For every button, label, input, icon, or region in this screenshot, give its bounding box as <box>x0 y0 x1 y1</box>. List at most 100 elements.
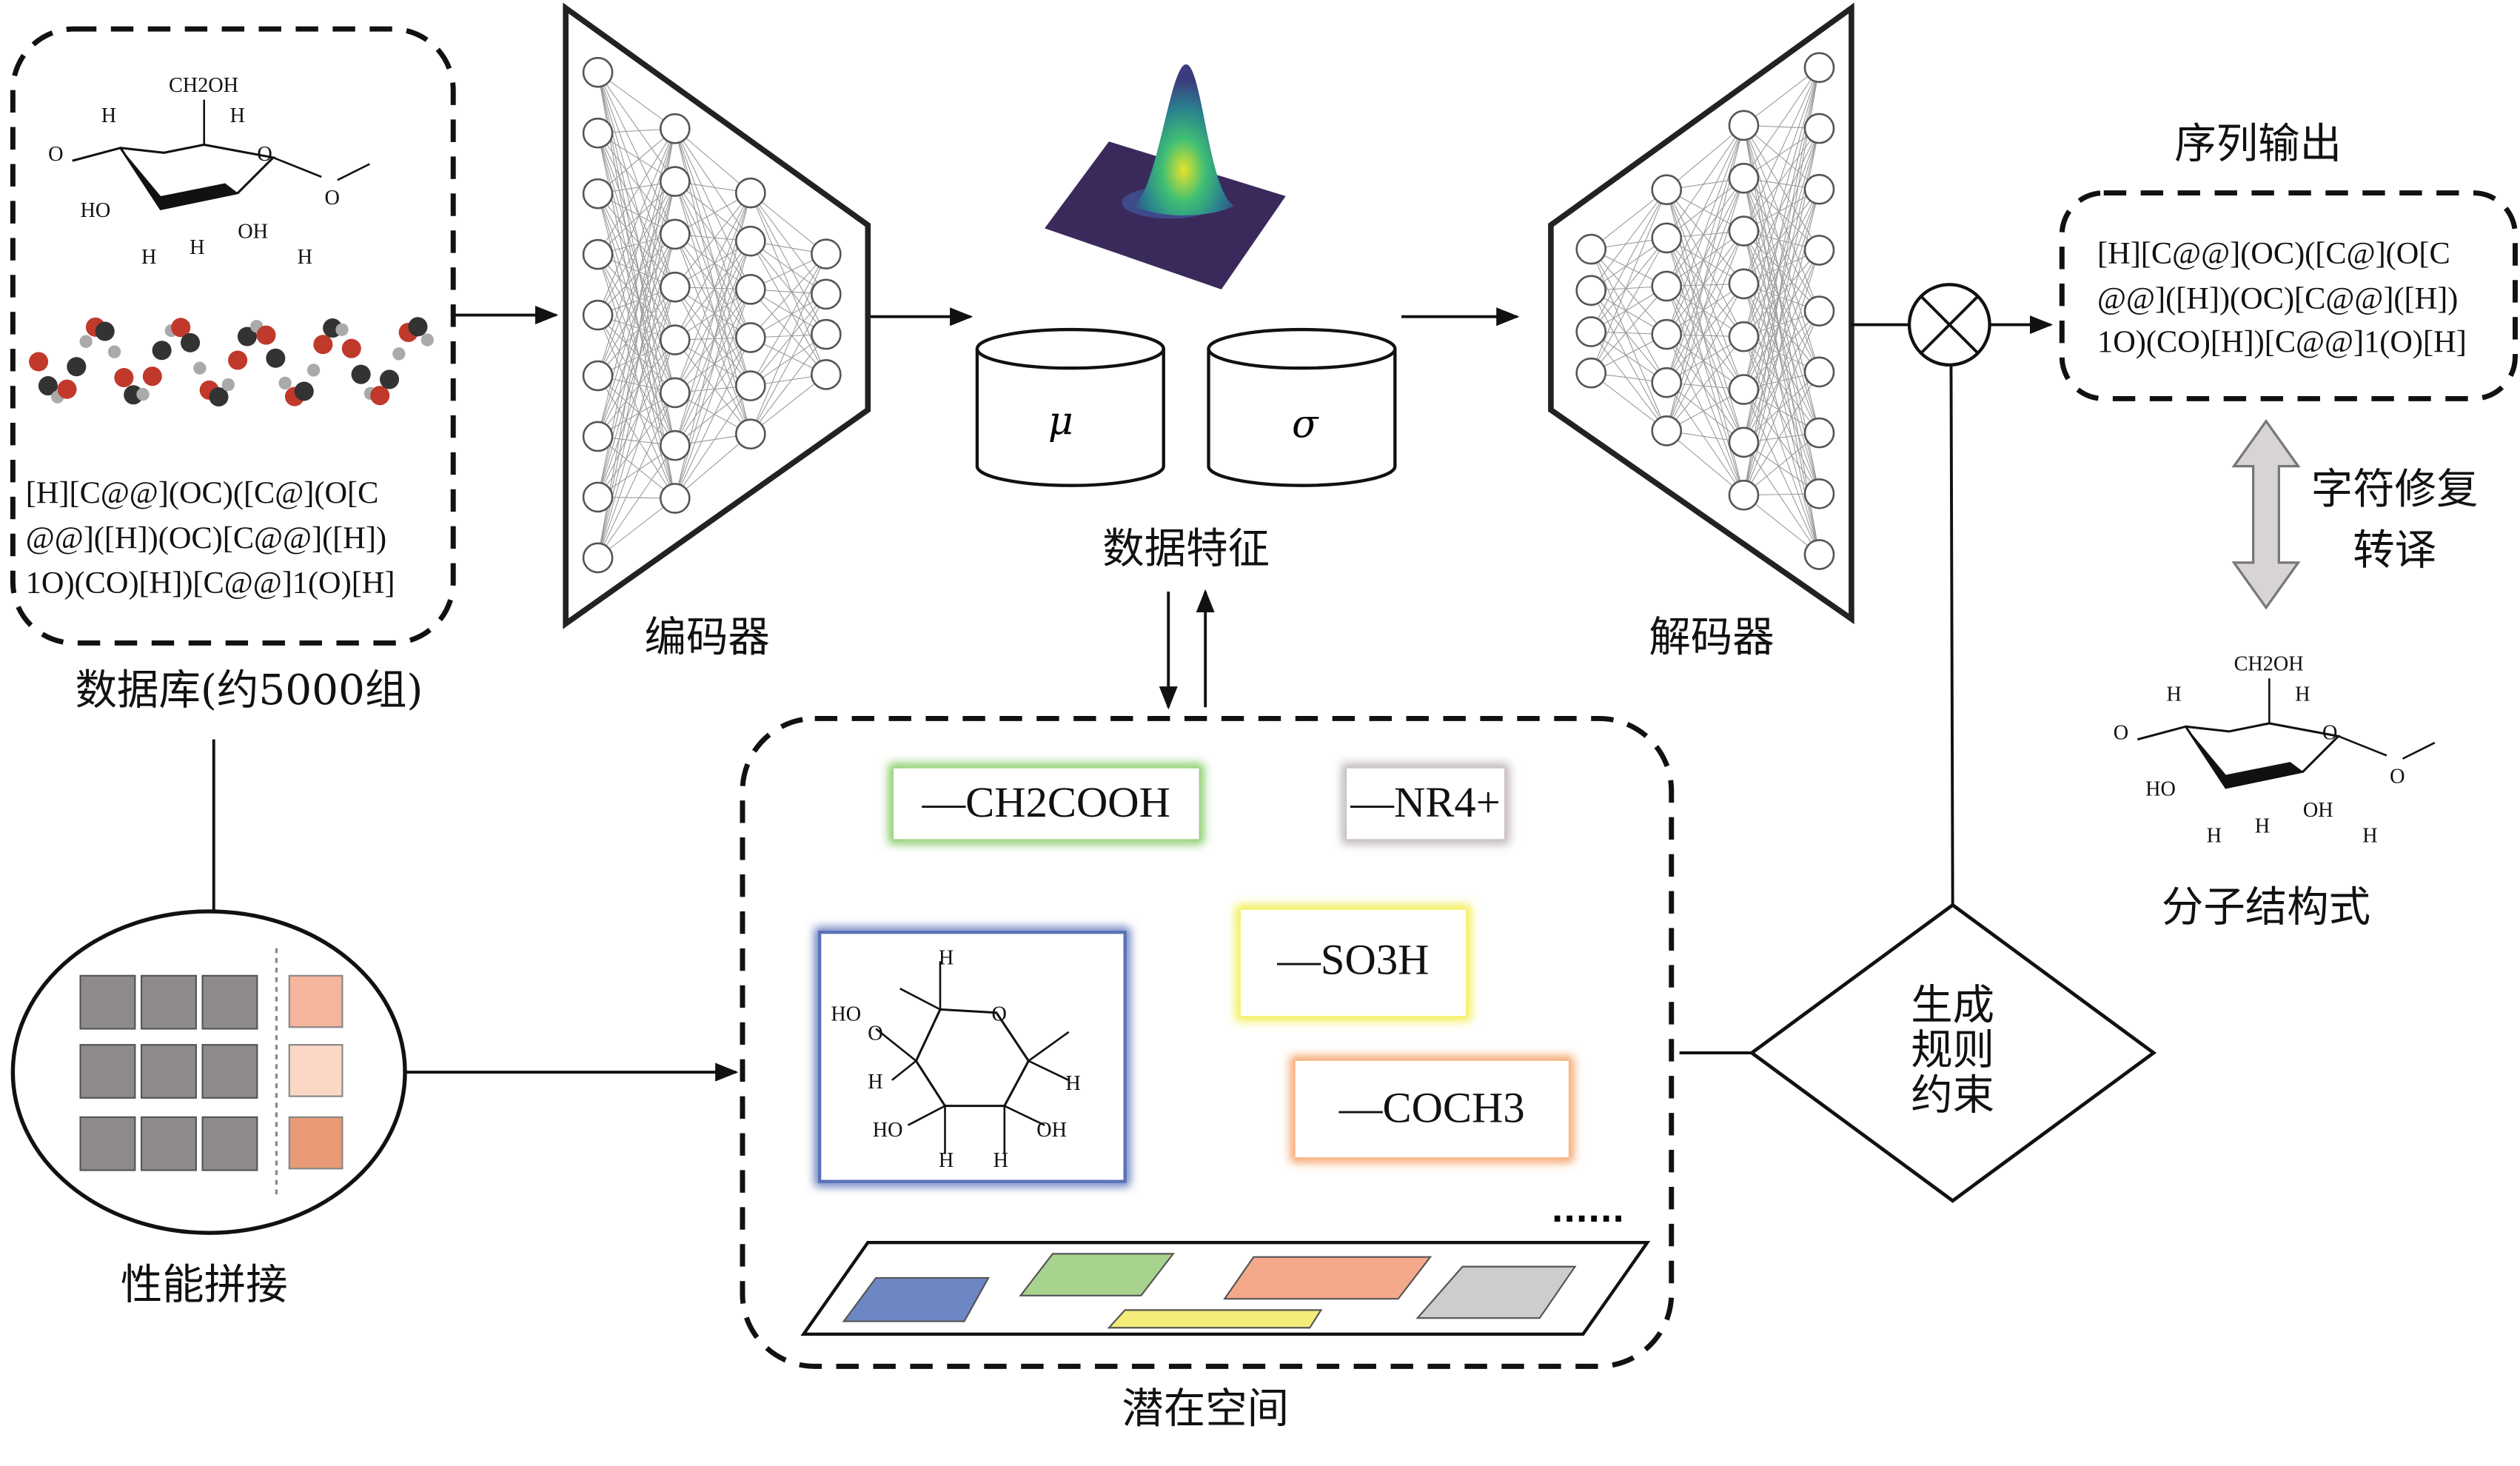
atom-ball <box>67 357 87 377</box>
database-label: 数据库(约5000组) <box>76 666 423 714</box>
neuron-node <box>659 324 691 355</box>
atom-label: H <box>298 246 312 269</box>
atom-label: H <box>2295 683 2310 706</box>
encoder-label: 编码器 <box>645 613 770 661</box>
neuron-node <box>659 113 691 144</box>
neuron-node <box>582 421 614 452</box>
gray-feature-cell <box>201 1116 258 1171</box>
atom-label: HO <box>81 199 111 222</box>
generation-rule-diamond: 生成 规则 约束 <box>1749 903 2157 1203</box>
atom-label: H <box>190 236 204 259</box>
plane-tile <box>1223 1256 1432 1300</box>
features-label: 数据特征 <box>1102 525 1270 573</box>
neuron-node <box>1803 173 1835 205</box>
smiles-line-2: @@]([H])(OC)[C@@]([H]) <box>26 521 386 555</box>
atom-label: O <box>257 143 272 166</box>
atom-ball <box>392 347 406 361</box>
atom-label: OH <box>238 220 268 243</box>
neuron-node <box>1803 356 1835 388</box>
output-smiles-line-1: [H][C@@](OC)([C@](O[C <box>2097 236 2450 271</box>
neuron-node <box>734 370 766 401</box>
atom-ball <box>171 318 191 338</box>
atom-label: H <box>868 1071 882 1094</box>
gray-feature-cell <box>79 974 136 1030</box>
repair-line-1: 字符修复 <box>2311 466 2479 514</box>
ellipsis: ...... <box>1551 1193 1624 1230</box>
neuron-node <box>1728 374 1760 405</box>
property-color-cell <box>288 974 344 1028</box>
neuron-node <box>734 273 766 305</box>
gray-feature-cell <box>140 1116 197 1171</box>
atom-label: O <box>325 187 340 210</box>
atom-label: H <box>939 1149 954 1172</box>
atom-ball <box>29 352 49 372</box>
atom-label: OH <box>1036 1119 1067 1142</box>
neuron-node <box>734 418 766 450</box>
atom-label: O <box>2390 765 2405 788</box>
atom-label: CH2OH <box>169 74 238 97</box>
group-nr4: —NR4+ <box>1341 763 1509 844</box>
rule-line-2: 规则 <box>1911 1026 1994 1074</box>
atom-label: CH2OH <box>2234 652 2304 675</box>
neuron-node <box>582 542 614 574</box>
atom-ball <box>38 376 58 396</box>
smiles-line-3: 1O)(CO)[H])[C@@]1(O)[H] <box>26 566 395 600</box>
group-coch3-text: —COCH3 <box>1338 1083 1525 1131</box>
decoder-network <box>1548 2 1854 625</box>
neuron-node <box>1575 233 1607 265</box>
neuron-node <box>582 481 614 513</box>
neuron-node <box>1728 426 1760 458</box>
atom-ball <box>57 379 77 399</box>
neuron-node <box>582 56 614 88</box>
neuron-node <box>659 166 691 197</box>
atom-label: H <box>101 104 116 127</box>
repair-line-2: 转译 <box>2353 526 2436 575</box>
neuron-node <box>1651 222 1683 254</box>
group-so3h-text: —SO3H <box>1276 936 1429 984</box>
mu-label: μ <box>1048 399 1073 444</box>
atom-ball <box>256 325 276 345</box>
neuron-node <box>1728 321 1760 352</box>
atom-ball <box>193 361 207 375</box>
double-arrow-icon <box>2231 419 2301 610</box>
multiply-operator-icon <box>1907 283 1991 367</box>
gray-feature-cell <box>140 1044 197 1099</box>
atom-ball <box>237 327 257 347</box>
neuron-node <box>811 359 842 390</box>
output-smiles-line-2: @@]([H])(OC)[C@@]([H]) <box>2097 281 2458 316</box>
atom-label: OH <box>2303 799 2333 822</box>
smiles-line-1: [H][C@@](OC)([C@](O[C <box>26 476 379 511</box>
group-ch2cooh: —CH2COOH <box>888 763 1204 844</box>
gray-feature-cell <box>140 974 197 1030</box>
neuron-node <box>1651 366 1683 398</box>
atom-label: O <box>48 143 63 166</box>
plane-tile <box>1107 1309 1323 1329</box>
atom-ball <box>379 369 400 389</box>
atom-ball <box>408 317 428 337</box>
atom-ball <box>370 386 390 406</box>
atom-ball <box>341 338 361 358</box>
neuron-node <box>1803 539 1835 570</box>
atom-label: HO <box>831 1003 861 1026</box>
sigma-label: σ <box>1292 403 1319 447</box>
neuron-node <box>1803 417 1835 449</box>
atom-label: H <box>2362 825 2377 848</box>
property-concat-label: 性能拼接 <box>121 1261 288 1309</box>
structure-label: 分子结构式 <box>2162 883 2370 931</box>
latent-space-label: 潜在空间 <box>1122 1385 1289 1433</box>
atom-ball <box>351 364 371 384</box>
neuron-node <box>659 377 691 409</box>
property-color-cell <box>288 1044 344 1097</box>
output-smiles-line-3: 1O)(CO)[H])[C@@]1(O)[H] <box>2097 324 2467 359</box>
atom-label: HO <box>2145 778 2176 801</box>
neuron-node <box>1728 479 1760 511</box>
neuron-node <box>811 318 842 350</box>
gaussian-surface-plot <box>1045 64 1286 289</box>
neuron-node <box>582 117 614 149</box>
neuron-node <box>1803 113 1835 144</box>
neuron-node <box>1651 318 1683 350</box>
